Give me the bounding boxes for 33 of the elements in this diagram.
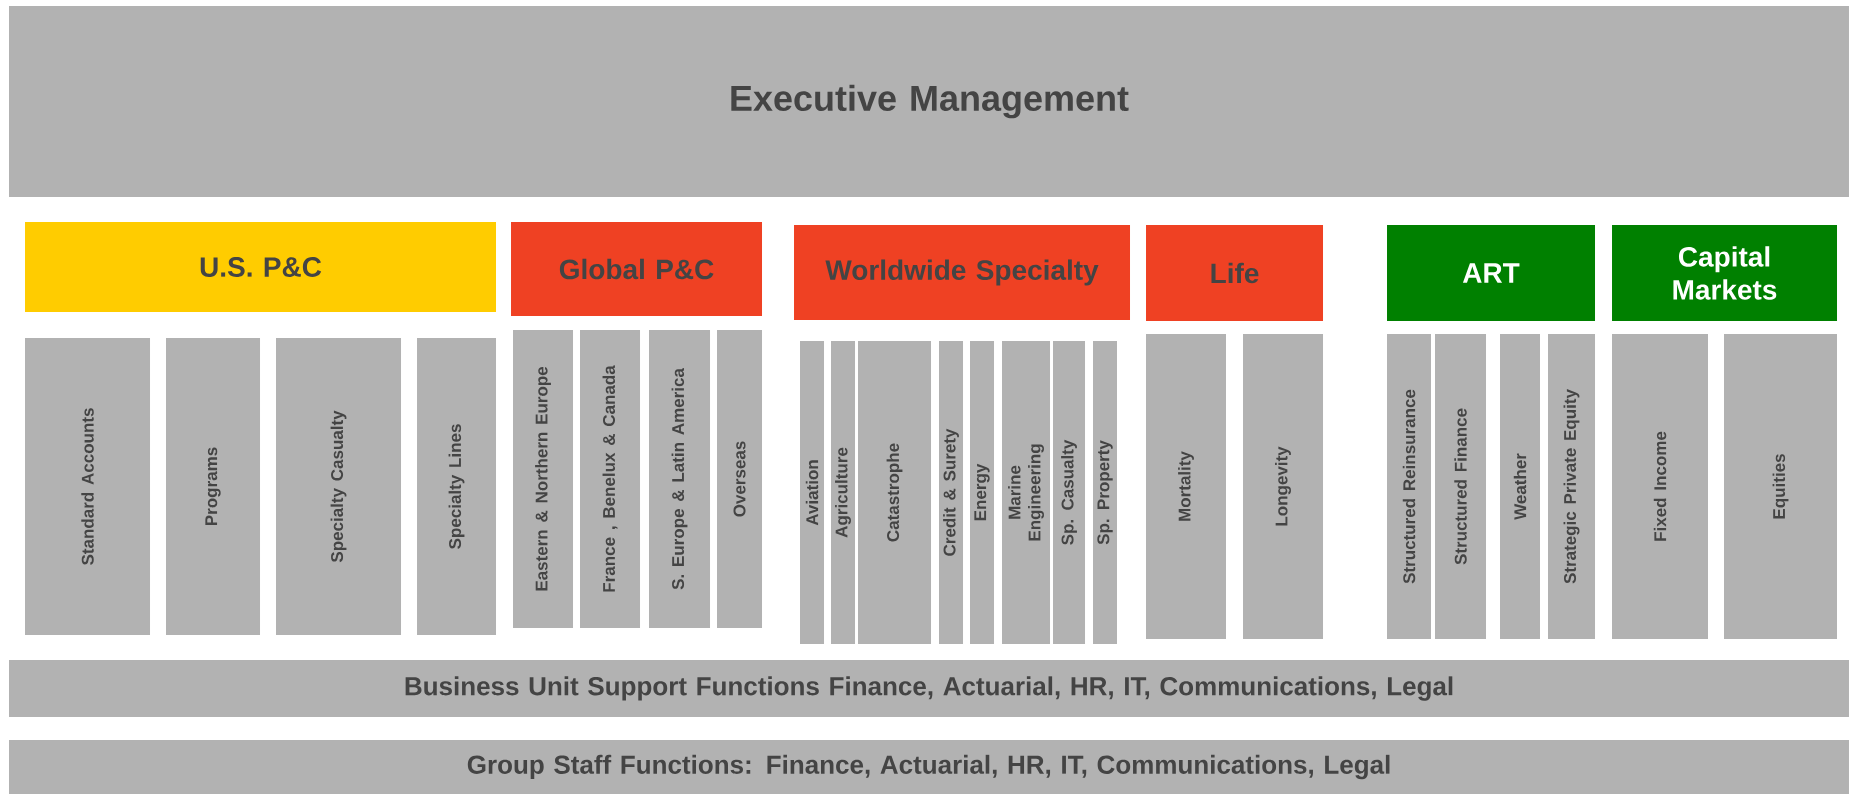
executive-banner: Executive Management [9,6,1849,197]
business-unit-column: Standard Accounts [25,338,150,635]
support-functions-bar: Business Unit Support Functions Finance, Actuarial, HR, IT, Communications, Legal [9,660,1849,717]
business-unit-column: Structured Finance [1435,334,1486,639]
business-unit-column: Eastern & Northern Europe [513,330,573,628]
business-unit-column: Sp. Property [1093,341,1117,644]
business-unit-column: Credit & Surety [939,341,963,644]
business-unit-column: Aviation [800,341,824,644]
business-unit-column: Sp. Casualty [1053,341,1085,644]
business-unit-column: Longevity [1243,334,1323,639]
division-header: Global P&C [511,222,762,316]
business-unit-column: Catastrophe [858,341,931,644]
division-header: Capital Markets [1612,225,1837,321]
business-unit-column: Energy [970,341,994,644]
division-header: Worldwide Specialty [794,225,1130,320]
business-unit-column: Overseas [717,330,762,628]
business-unit-column: France , Benelux & Canada [580,330,640,628]
business-unit-column: Agriculture [831,341,855,644]
business-unit-column: S. Europe & Latin America [649,330,710,628]
business-unit-column: Marine Engineering [1002,341,1050,644]
business-unit-column: Specialty Lines [417,338,496,635]
business-unit-column: Fixed Income [1612,334,1708,639]
support-functions-bar: Group Staff Functions: Finance, Actuarial, HR, IT, Communications, Legal [9,740,1849,794]
business-unit-column: Weather [1500,334,1540,639]
business-unit-column: Structured Reinsurance [1387,334,1431,639]
business-unit-column: Strategic Private Equity [1548,334,1595,639]
division-header: Life [1146,225,1323,321]
business-unit-column: Specialty Casualty [276,338,401,635]
business-unit-column: Mortality [1146,334,1226,639]
business-unit-column: Programs [166,338,260,635]
division-header: U.S. P&C [25,222,496,312]
business-unit-column: Equities [1724,334,1837,639]
division-header: ART [1387,225,1595,321]
